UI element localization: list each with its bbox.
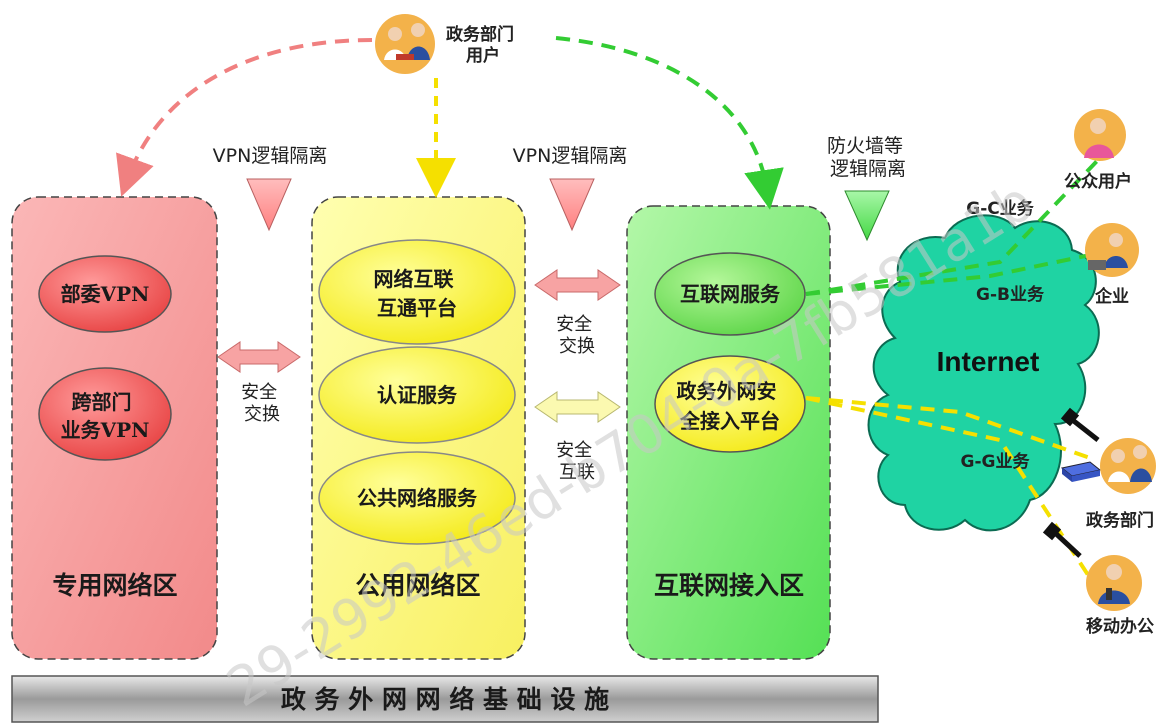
gov-dept-label: 政务部门 xyxy=(1086,510,1154,531)
mobile-link xyxy=(805,396,1092,580)
top-user-label: 政务部门 用户 xyxy=(446,24,520,66)
vpn-isolation-label-left: VPN逻辑隔离 xyxy=(213,145,328,167)
ex-rt-2: 交换 xyxy=(559,336,595,357)
secure-access-line-2: 全接入平台 xyxy=(679,409,780,433)
firewall-line-1: 防火墙等 xyxy=(827,135,903,157)
top-user-line-2: 用户 xyxy=(466,45,500,66)
ex-rt-1: 安全 xyxy=(556,314,592,335)
secure-interconnect-arrow xyxy=(534,391,621,423)
exchange-label-right-bottom: 安全 互联 xyxy=(556,440,598,483)
public-zone-label: 公用网络区 xyxy=(355,571,480,600)
ex-rb-2: 互联 xyxy=(559,462,595,483)
secure-access-platform-node xyxy=(654,355,806,453)
firewall-connector-icon xyxy=(1060,407,1100,442)
vpn-isolation-triangle-right xyxy=(549,178,595,232)
cross-dept-vpn-node xyxy=(38,367,172,461)
private-zone-label: 专用网络区 xyxy=(52,571,177,600)
cross-dept-vpn-label: 跨部门 业务VPN xyxy=(61,390,150,442)
gb-business-label: G-B业务 xyxy=(976,284,1045,305)
exchange-label-right-top: 安全 交换 xyxy=(556,314,598,357)
gg-business-label: G-G业务 xyxy=(961,451,1031,472)
gov-user-icon xyxy=(375,14,435,74)
firewall-isolation-label: 防火墙等 逻辑隔离 xyxy=(827,135,909,180)
ex-left-1: 安全 xyxy=(241,382,277,403)
gb-link xyxy=(805,253,1091,296)
red-dashed-arrow xyxy=(116,38,373,197)
exchange-label-left: 安全 交换 xyxy=(241,382,283,425)
interconnect-line-1: 网络互联 xyxy=(374,267,454,291)
mobile-office-label: 移动办公 xyxy=(1086,616,1154,637)
gc-business-label: G-C业务 xyxy=(966,198,1034,219)
ministry-vpn-node xyxy=(38,255,172,333)
ex-left-2: 交换 xyxy=(244,404,280,425)
interconnect-platform-node xyxy=(318,239,516,345)
top-user-line-1: 政务部门 xyxy=(446,24,514,45)
enterprise-user-icon xyxy=(1085,223,1139,277)
auth-service-node xyxy=(318,346,516,444)
footer-title: 政 务 外 网 网 络 基 础 设 施 xyxy=(281,685,609,714)
secure-exchange-arrow-left xyxy=(217,341,301,373)
public-network-service-label: 公共网络服务 xyxy=(357,486,478,510)
ex-rb-1: 安全 xyxy=(556,440,592,461)
interconnect-line-2: 互通平台 xyxy=(377,296,457,320)
vpn-isolation-triangle-left xyxy=(246,178,292,232)
public-network-service-node xyxy=(318,451,516,545)
internet-service-label: 互联网服务 xyxy=(680,282,781,306)
firewall-isolation-triangle xyxy=(844,190,890,242)
mobile-connector-icon xyxy=(1042,521,1082,558)
internet-cloud-title: Internet xyxy=(937,346,1040,377)
firewall-line-2: 逻辑隔离 xyxy=(830,158,906,180)
gg-link xyxy=(805,396,1091,460)
switch-icon xyxy=(1060,461,1102,482)
green-dashed-arrow xyxy=(555,36,784,210)
interconnect-platform-label: 网络互联 互通平台 xyxy=(374,267,461,320)
gov-dept-icon xyxy=(1100,438,1156,494)
secure-access-platform-label: 政务外网安 全接入平台 xyxy=(677,379,784,433)
footer-bar xyxy=(11,675,879,723)
public-user-icon xyxy=(1074,109,1126,161)
public-user-label: 公众用户 xyxy=(1064,171,1132,192)
secure-access-line-1: 政务外网安 xyxy=(677,379,777,403)
ministry-vpn-label: 部委VPN xyxy=(61,282,150,306)
cross-dept-line-2: 业务VPN xyxy=(61,418,150,442)
secure-exchange-arrow-right xyxy=(534,269,621,301)
vpn-isolation-label-right: VPN逻辑隔离 xyxy=(513,145,628,167)
enterprise-label: 企业 xyxy=(1094,286,1129,307)
auth-service-label: 认证服务 xyxy=(377,383,458,407)
internet-access-zone-label: 互联网接入区 xyxy=(654,571,804,600)
mobile-office-icon xyxy=(1086,555,1142,611)
gc-link xyxy=(805,158,1100,296)
cross-dept-line-1: 跨部门 xyxy=(72,390,132,414)
internet-service-node xyxy=(654,252,806,336)
